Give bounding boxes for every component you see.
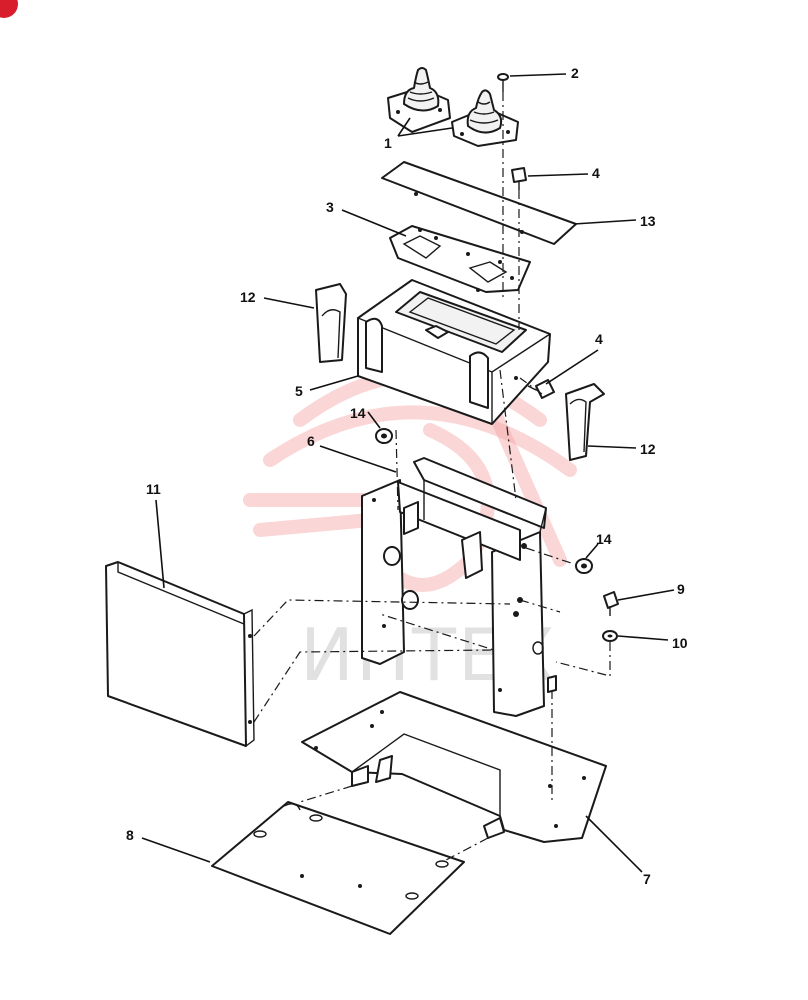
part-3-mounting-plate xyxy=(389,225,531,293)
callout-12-left: 12 xyxy=(240,289,256,305)
callout-6: 6 xyxy=(307,433,315,449)
callout-14-lower: 14 xyxy=(596,531,612,547)
part-12-side-trim-right xyxy=(565,383,605,461)
callout-7: 7 xyxy=(643,871,651,887)
part-5-console-housing xyxy=(357,279,551,425)
callout-11: 11 xyxy=(146,481,161,497)
alignment-lines xyxy=(253,92,611,861)
callouts: 1 2 3 4 4 5 6 7 8 9 10 11 12 12 13 14 14 xyxy=(126,65,688,887)
part-14-grommet-lower xyxy=(575,558,593,574)
callout-5: 5 xyxy=(295,383,303,399)
callout-9: 9 xyxy=(677,581,685,597)
part-10-washer xyxy=(602,630,618,642)
part-7-floor-plate xyxy=(301,691,607,843)
callout-4-upper: 4 xyxy=(592,165,600,181)
part-6-support-frame xyxy=(361,457,557,717)
part-1-boots xyxy=(387,67,519,147)
part-14-grommet-upper xyxy=(375,428,393,444)
corner-badge xyxy=(0,0,18,18)
callout-2: 2 xyxy=(571,65,579,81)
callout-1: 1 xyxy=(384,135,392,151)
callout-10: 10 xyxy=(672,635,688,651)
part-4-bolt-lower xyxy=(527,379,555,399)
part-9-bolt xyxy=(603,591,619,616)
part-2-screw xyxy=(497,73,509,92)
part-11-side-panel xyxy=(105,561,255,747)
callout-13: 13 xyxy=(640,213,656,229)
callout-4-lower: 4 xyxy=(595,331,603,347)
leader-lines xyxy=(141,73,675,873)
part-12-side-trim-left xyxy=(315,283,347,363)
callout-14-upper: 14 xyxy=(350,405,366,421)
part-8-floor-plate xyxy=(211,801,465,935)
callout-3: 3 xyxy=(326,199,334,215)
callout-8: 8 xyxy=(126,827,134,843)
part-4-bolt-upper xyxy=(511,167,527,190)
callout-12-right: 12 xyxy=(640,441,656,457)
